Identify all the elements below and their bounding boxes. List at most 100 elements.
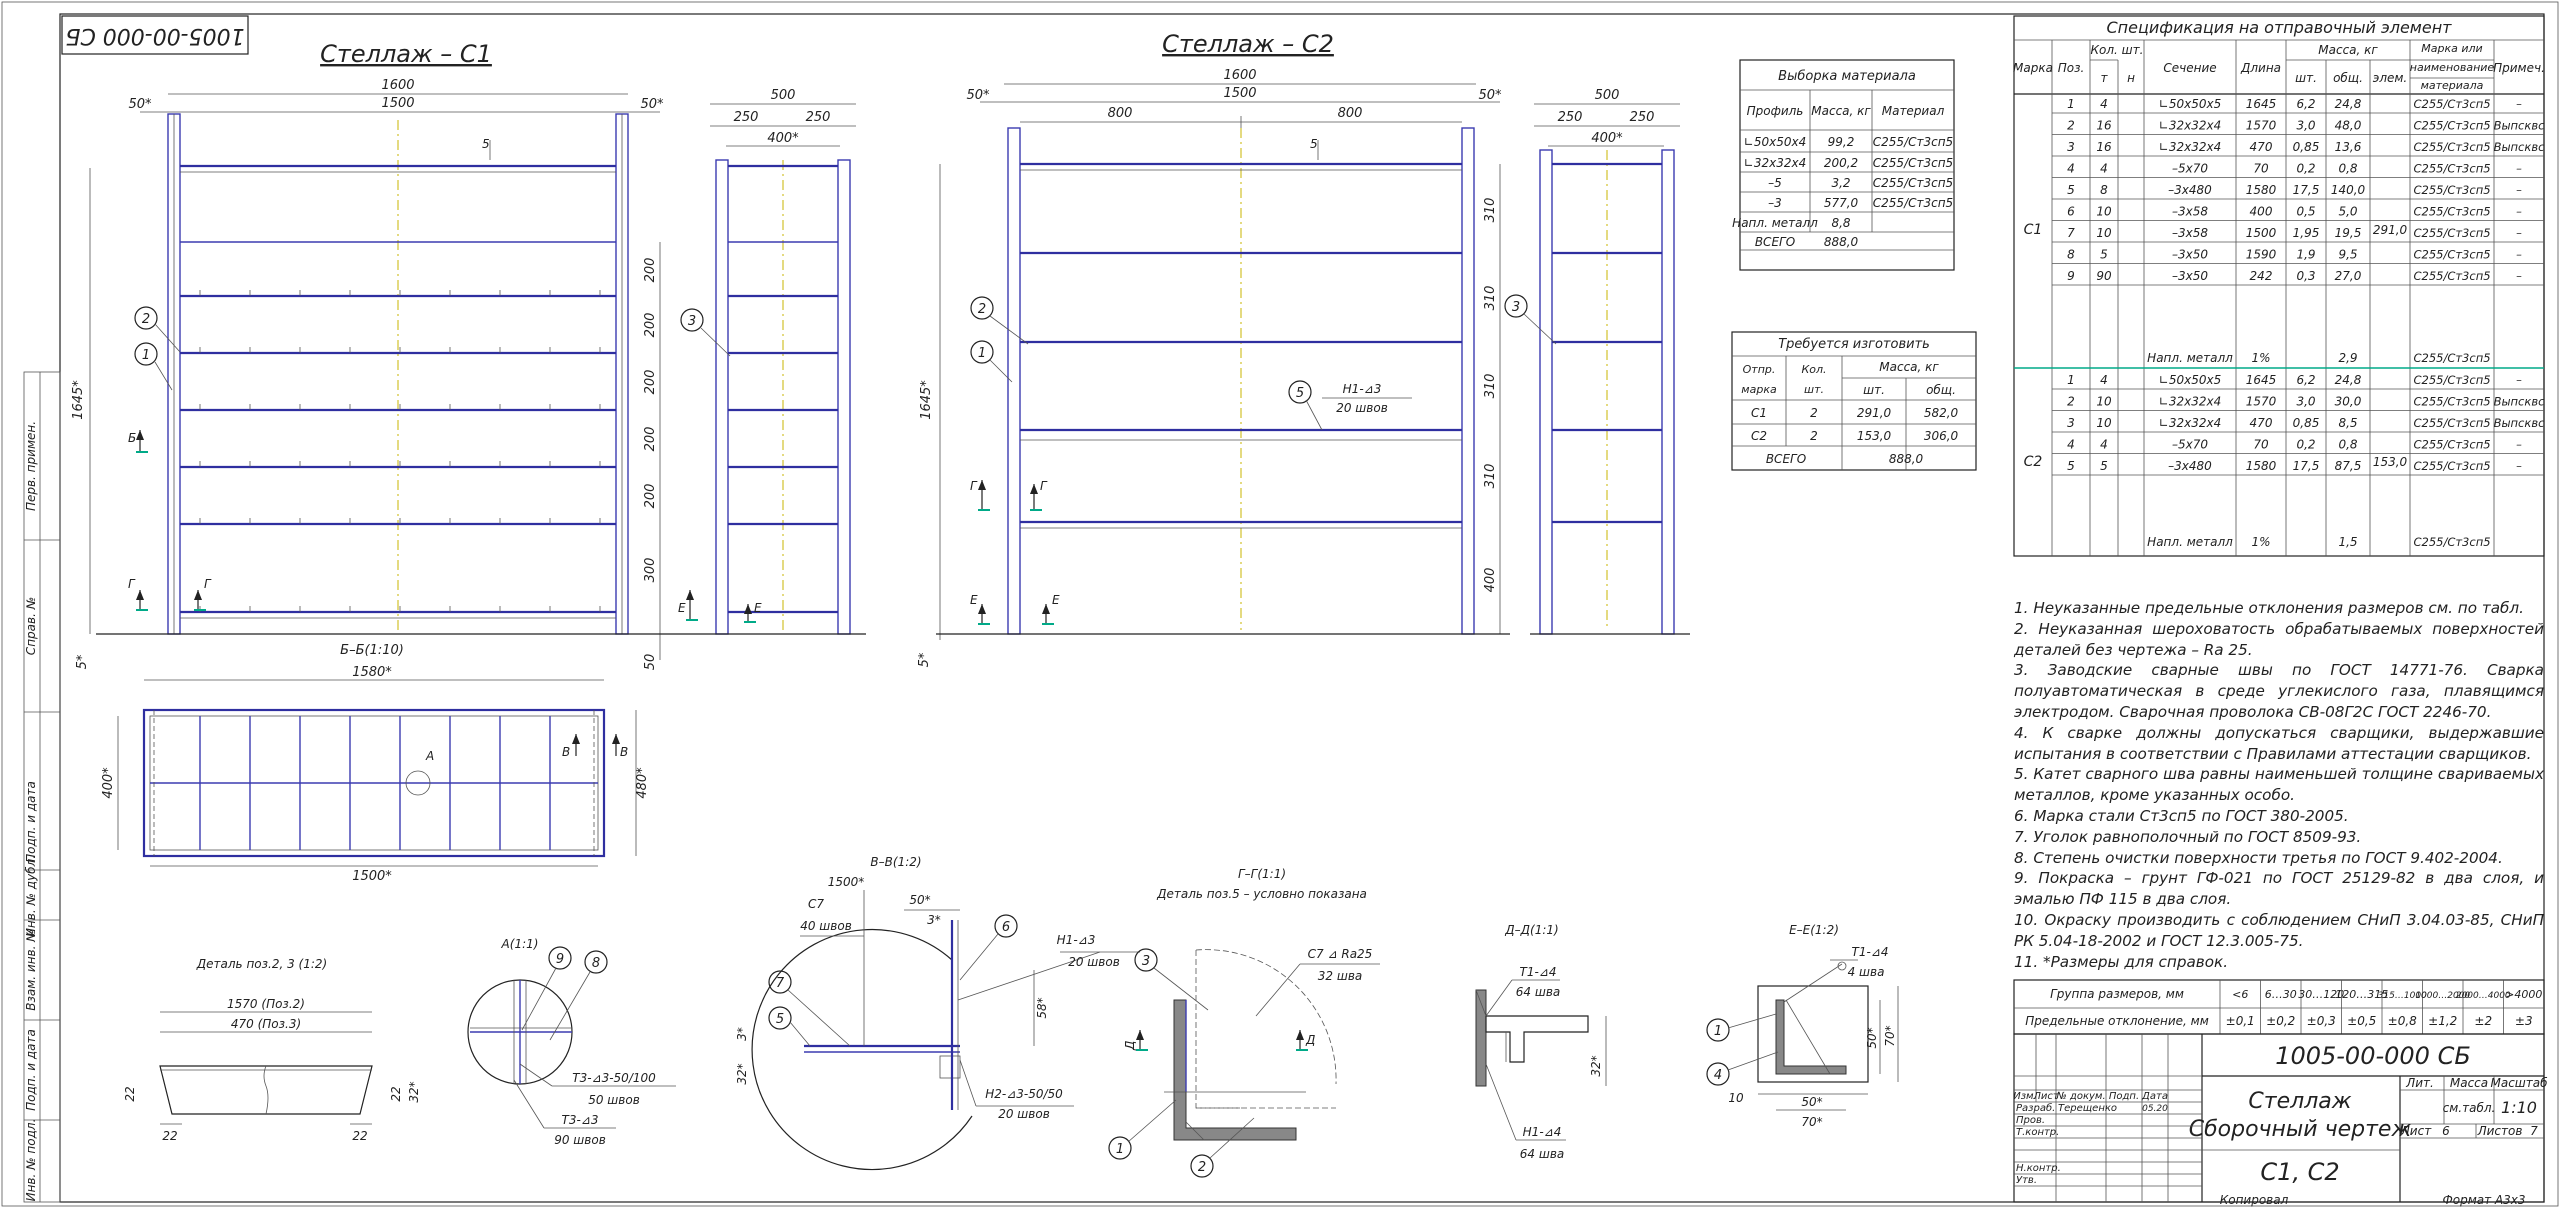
table-cell: С255/Ст3сп5 [2413, 183, 2490, 197]
c1-front-view: 1600 1500 50* 50* 5 [71, 78, 700, 670]
dim-text: 10 [1728, 1091, 1744, 1105]
view-title: А(1:1) [501, 937, 539, 951]
table-cell: 6,2 [2296, 373, 2315, 387]
table-header: шт. [2295, 71, 2317, 85]
table-cell: 1645 [2246, 97, 2277, 111]
callout-text: 2 [1198, 1160, 1206, 1175]
dim-text: 32* [735, 1063, 749, 1084]
callout-text: 1 [1714, 1024, 1722, 1039]
title-block: 1005-00-000 СБ Лит. Масса Масштаб см.таб… [2013, 1033, 2548, 1203]
required-table: Требуется изготовить Отпр. марка Кол. шт… [1731, 331, 1977, 471]
dim-text: 310 [1483, 374, 1498, 399]
tb-label: № докум. [2055, 1091, 2105, 1102]
weld-count: 64 шва [1520, 1147, 1565, 1161]
callout-2 [970, 296, 994, 320]
table-cell: 70 [2253, 438, 2269, 452]
side-label-column: Перв. примен. Справ. № Подп. и дата Инв.… [23, 371, 61, 1203]
table-cell: С255/Ст3сп5 [2413, 438, 2490, 452]
tolerance-cell: ±0,2 [2266, 1014, 2295, 1028]
tb-name: Сборочный чертеж [2189, 1117, 2412, 1142]
table-cell: 1645 [2246, 373, 2277, 387]
table-cell: 30,0 [2335, 395, 2362, 409]
table-cell: С1 [1751, 406, 1767, 420]
side-label: Взам. инв. № [24, 929, 38, 1010]
table-cell: 24,8 [2335, 373, 2362, 387]
table-cell: – [2516, 459, 2522, 473]
dim-text: 310 [1483, 464, 1498, 489]
table-cell: 27,0 [2335, 269, 2362, 283]
table-cell: С255/Ст3сп5 [2413, 351, 2490, 365]
weld-count: 32 шва [1318, 969, 1363, 983]
table-title: Требуется изготовить [1778, 337, 1930, 352]
callout-1 [134, 342, 158, 366]
dim-text: 1570 (Поз.2) [227, 997, 305, 1011]
side-label: Подп. и дата [24, 1029, 38, 1111]
table-cell: С255/Ст3сп5 [2413, 395, 2490, 409]
dim-text: 1645* [919, 380, 934, 420]
table-cell: 470 [2250, 416, 2273, 430]
table-cell: –3х58 [2172, 205, 2208, 219]
dim-text: 50* [1478, 88, 1502, 103]
dim-text: 50* [128, 97, 152, 112]
tolerance-cell: 120…315 [2335, 988, 2388, 1001]
section-mark: В [562, 745, 570, 759]
table-header: наименование [2410, 61, 2495, 74]
tb-value: см.табл. [2443, 1101, 2496, 1115]
note-item: 3. Заводские сварные швы по ГОСТ 14771-7… [2014, 661, 2544, 721]
section-mark: Б Г Г [128, 430, 212, 611]
tb-value: 7 [2530, 1124, 2538, 1138]
tb-label: Лист [2400, 1124, 2432, 1138]
callout-3 [680, 308, 704, 332]
callout-3 [1504, 294, 1528, 318]
weld-count: 40 швов [800, 919, 852, 933]
tb-value: 6 [2442, 1124, 2450, 1138]
table-cell: ∟32х32х4 [2159, 395, 2221, 409]
weld-label: С7 ⊿ Ra25 [1308, 947, 1373, 961]
dim-text: 3* [927, 913, 941, 927]
section-mark: Г [970, 479, 978, 493]
callout-text: 3 [688, 314, 696, 329]
tb-label: Лит. [2405, 1076, 2434, 1090]
table-cell: –3х58 [2172, 226, 2208, 240]
callout-text: 1 [142, 348, 150, 363]
table-cell: 888,0 [1824, 235, 1859, 249]
weld-label: Н2-⊿3-50/50 [985, 1087, 1063, 1101]
table-header: Отпр. [1743, 363, 1776, 376]
table-header: шт. [1863, 383, 1885, 397]
table-header: Длина [2240, 61, 2281, 75]
tolerance-cell: 30…120 [2298, 988, 2344, 1001]
table-header: Масса, кг [2318, 43, 2378, 57]
table-cell: 2 [2067, 119, 2075, 133]
table-cell: 70 [2253, 162, 2269, 176]
table-cell: 8,5 [2338, 416, 2357, 430]
table-cell: –5 [1768, 176, 1782, 190]
view-title: Б–Б(1:10) [340, 643, 404, 658]
dim-text: 250 [734, 110, 759, 125]
spec-mark-c1: С1 [2024, 222, 2043, 238]
tolerance-cell: ±0,8 [2388, 1014, 2418, 1028]
callout-text: 4 [1714, 1068, 1722, 1083]
table-cell: 6 [2067, 205, 2075, 219]
table-cell: С255/Ст3сп5 [2413, 416, 2490, 430]
dim-text: 50* [640, 97, 664, 112]
table-cell: ВСЕГО [1766, 452, 1806, 466]
section-mark: Г [1040, 479, 1048, 493]
table-cell: 5 [2100, 459, 2108, 473]
table-cell: 1,95 [2293, 226, 2320, 240]
dim-text: 400* [767, 131, 799, 146]
table-cell: Выпсквс [2494, 119, 2546, 133]
table-cell: 17,5 [2293, 459, 2320, 473]
table-cell: 470 [2250, 140, 2273, 154]
table-cell: 10 [2096, 226, 2112, 240]
table-cell: 1,5 [2338, 535, 2357, 549]
side-label: Инв. № дубл. [24, 855, 38, 937]
section-mark: Е [1052, 593, 1060, 607]
note-item: 9. Покраска – грунт ГФ-021 по ГОСТ 25129… [2014, 869, 2544, 909]
note-item: 6. Марка стали Ст3сп5 по ГОСТ 380-2005. [2014, 806, 2349, 825]
table-cell: –3 [1768, 196, 1782, 210]
table-cell: С255/Ст3сп5 [1873, 156, 1953, 170]
dim-text: 50* [1801, 1095, 1822, 1109]
dim-text: 250 [806, 110, 831, 125]
section-mark: В [620, 745, 628, 759]
dim-text: 50* [909, 893, 930, 907]
